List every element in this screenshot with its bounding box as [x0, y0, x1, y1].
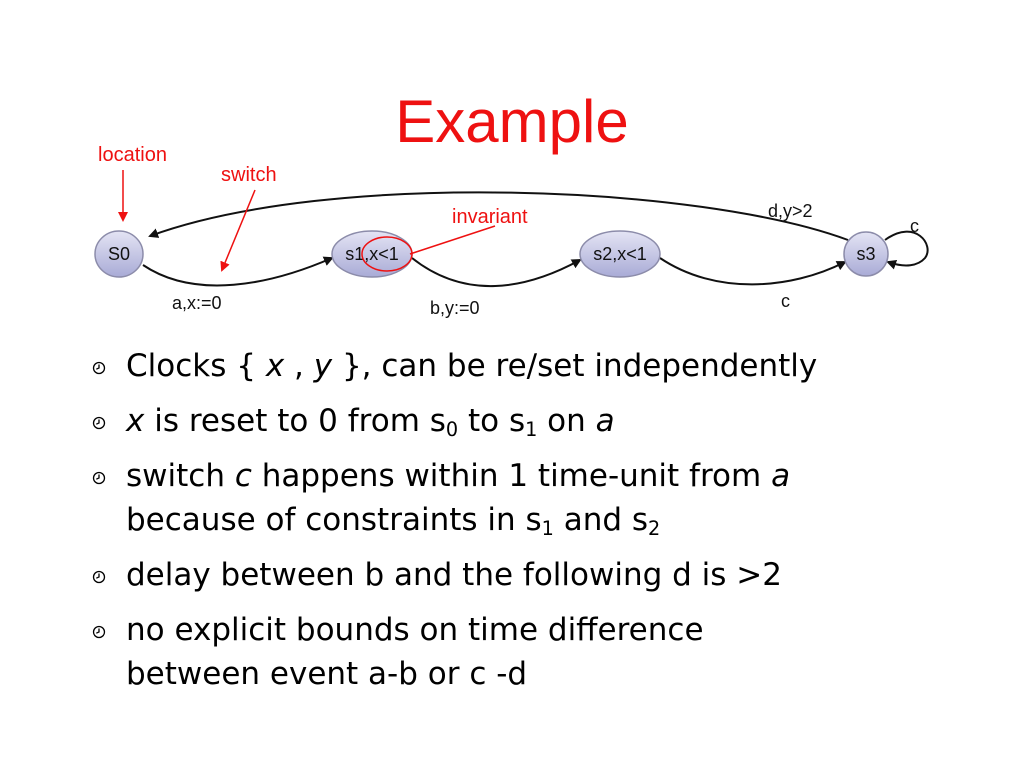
edge-s0-s1 [142, 256, 334, 287]
edge-s3-s0 [148, 191, 849, 241]
edge-s1-s2 [411, 257, 582, 287]
bullet-text: switch [126, 458, 235, 494]
clock-bullet-icon [92, 416, 106, 430]
bullet-item: no explicit bounds on time difference bet… [90, 608, 990, 696]
bullet-item: Clocks { x , y }, can be re/set independ… [90, 344, 990, 388]
state-label: s2,x<1 [593, 244, 647, 264]
annotation-switch-arrow [220, 189, 256, 272]
bullet-text: on [537, 403, 596, 439]
bullet-text: and s [553, 502, 649, 538]
annotation-location: location [98, 144, 167, 166]
bullet-text: to s [458, 403, 526, 439]
bullet-text: because of constraints in s [126, 502, 542, 538]
bullet-text: is reset to 0 from s [144, 403, 446, 439]
invariant-highlight-circle [361, 236, 413, 272]
bullet-text: no explicit bounds on time difference [126, 612, 704, 648]
bullet-var-x: x [126, 403, 145, 439]
edge-s3-s3-self-loop [884, 230, 929, 270]
bullet-var-a: a [771, 458, 791, 494]
subscript: 0 [445, 417, 459, 441]
bullet-item: delay between b and the following d is >… [90, 553, 990, 597]
clock-bullet-icon [92, 471, 106, 485]
edge-label-c-loop: c [910, 216, 919, 236]
slide-title: Example [395, 88, 629, 155]
bullet-var-a: a [595, 403, 615, 439]
annotation-invariant: invariant [452, 206, 528, 228]
edge-s2-s3 [659, 257, 847, 286]
bullet-text: Clocks { [126, 348, 266, 384]
bullet-text: between event a-b or c -d [126, 656, 528, 692]
state-label: s1,x<1 [345, 244, 399, 264]
timed-automaton-diagram: S0 s1,x<1 s2,x<1 s3 a,x:=0 b,y:=0 c c d,… [94, 144, 929, 318]
subscript: 1 [525, 417, 538, 441]
clock-bullet-icon [92, 361, 106, 375]
bullet-var-x: x [265, 348, 285, 384]
state-s0: S0 [94, 230, 144, 278]
subscript: 1 [541, 516, 554, 540]
state-label: s3 [856, 244, 875, 264]
edge-label-c-lower: c [781, 291, 790, 311]
bullet-text: }, can be re/set independently [332, 348, 818, 384]
subscript: 2 [648, 516, 661, 540]
edge-label-a: a,x:=0 [172, 293, 222, 313]
bullet-text: happens within 1 time-unit from [251, 458, 772, 494]
state-s3: s3 [843, 231, 889, 277]
state-s2: s2,x<1 [579, 230, 661, 278]
state-label: S0 [108, 244, 130, 264]
clock-bullet-icon [92, 625, 106, 639]
edge-label-b: b,y:=0 [430, 298, 480, 318]
bullet-item: switch c happens within 1 time-unit from… [90, 454, 990, 542]
bullet-var-y: y [313, 348, 333, 384]
edge-label-d: d,y>2 [768, 201, 813, 221]
clock-bullet-icon [92, 570, 106, 584]
bullet-list: Clocks { x , y }, can be re/set independ… [90, 344, 990, 707]
annotation-switch: switch [221, 164, 277, 186]
annotation-invariant-arrow [409, 225, 496, 255]
bullet-item: x is reset to 0 from s0 to s1 on a [90, 399, 990, 443]
bullet-text: delay between b and the following d is >… [126, 557, 782, 593]
bullet-var-c: c [234, 458, 252, 494]
state-s1: s1,x<1 [331, 230, 413, 278]
bullet-text: , [284, 348, 314, 384]
